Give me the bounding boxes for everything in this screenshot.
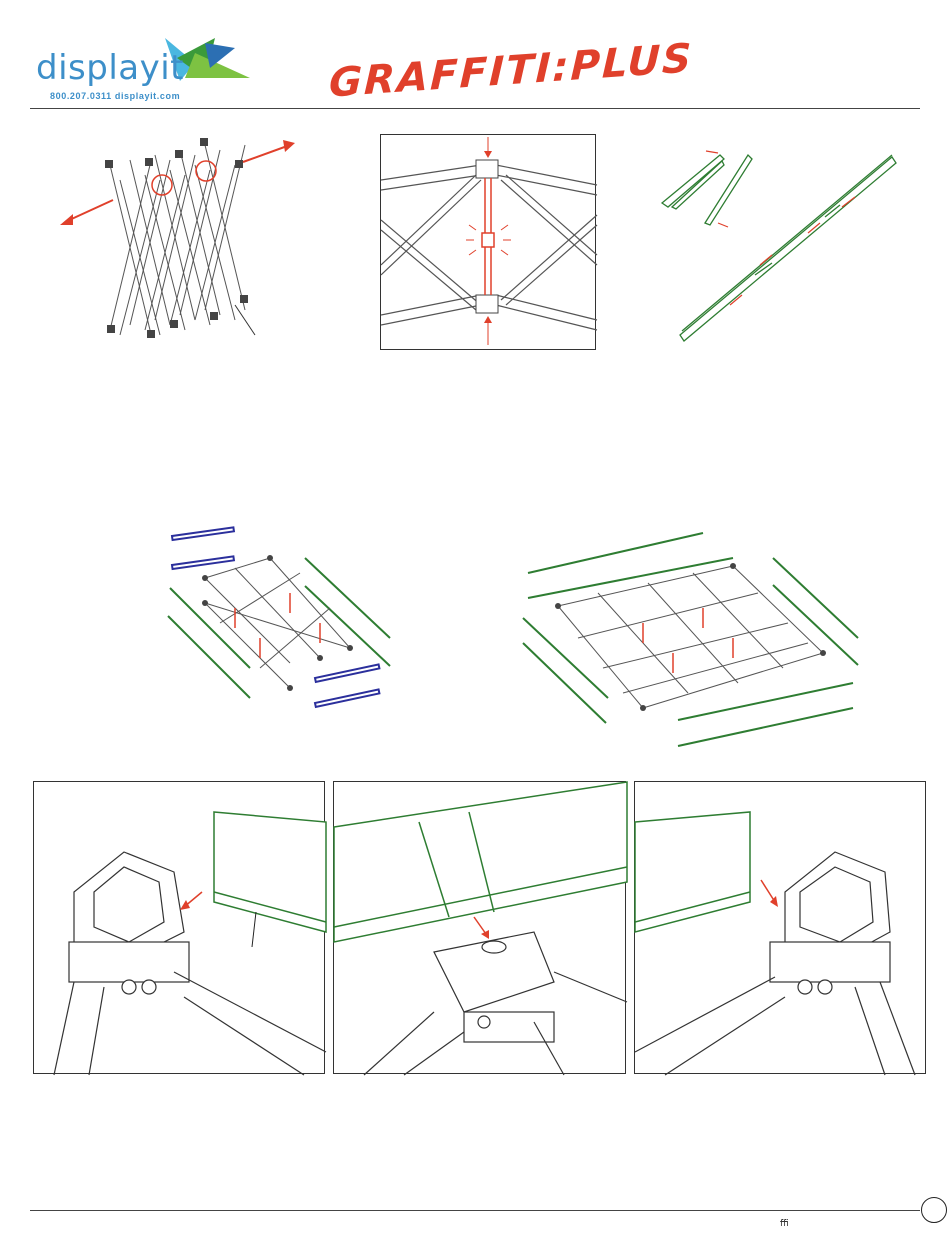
corner-connector-detail-right <box>635 782 927 1075</box>
pole-lock-illustration <box>381 135 597 351</box>
small-frame-rail-layout <box>160 528 400 728</box>
hub-connector-detail <box>334 782 627 1075</box>
header-rule <box>30 108 920 109</box>
corner-detail-panel-right <box>634 781 926 1074</box>
footer-rule <box>30 1210 920 1211</box>
hub-detail-panel <box>333 781 626 1074</box>
frame-expand-illustration <box>55 130 315 350</box>
corner-connector-detail-left <box>34 782 326 1075</box>
logo-wordmark: displayit <box>36 48 184 88</box>
logo-contact: 800.207.0311 displayit.com <box>50 91 180 101</box>
page-number-badge <box>921 1197 947 1223</box>
product-title: GRAFFITI:PLUS <box>328 35 694 106</box>
footer-mark: ﬃ <box>780 1218 789 1229</box>
pole-lock-panel <box>380 134 596 350</box>
large-frame-rail-layout <box>518 528 858 758</box>
rail-assembly-illustration <box>660 145 900 345</box>
corner-detail-panel-left <box>33 781 325 1074</box>
